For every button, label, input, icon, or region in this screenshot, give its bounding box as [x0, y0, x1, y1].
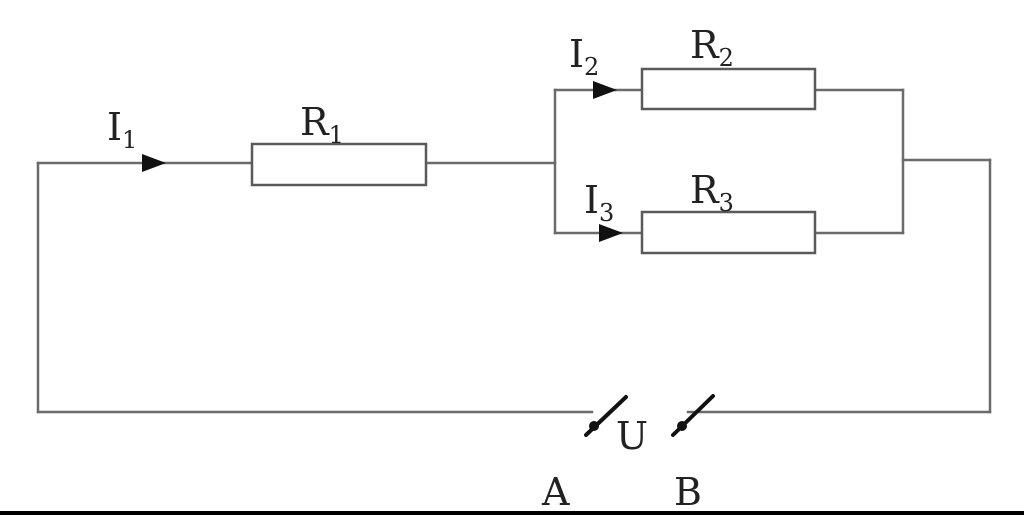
current-arrow-i1: [142, 154, 166, 172]
label-r3-main: R: [690, 168, 720, 212]
label-terminal-a: A: [541, 470, 570, 514]
terminal-b-dot: [677, 421, 687, 431]
terminal-a-dot: [589, 421, 599, 431]
resistor-r2: [640, 67, 817, 111]
label-i3-sub: 3: [599, 199, 614, 227]
label-i3: I3: [584, 178, 614, 227]
label-r3: R3: [690, 168, 734, 217]
label-r2-sub: 2: [719, 44, 734, 72]
current-arrow-i2: [593, 81, 617, 99]
label-r2-main: R: [690, 23, 720, 67]
label-r1-sub: 1: [329, 121, 344, 149]
label-i1-main: I: [107, 105, 122, 149]
label-i2-sub: 2: [584, 53, 599, 81]
label-i2: I2: [569, 32, 599, 81]
label-terminal-b: B: [674, 470, 702, 514]
label-i1: I1: [107, 105, 137, 154]
label-i3-main: I: [584, 178, 599, 222]
label-i2-main: I: [569, 32, 584, 76]
bottom-border: [0, 511, 1024, 515]
label-i1-sub: 1: [122, 126, 137, 154]
label-r2: R2: [690, 23, 734, 72]
current-arrow-i3: [599, 224, 623, 242]
resistor-r3: [640, 210, 817, 255]
resistor-r1: [250, 142, 428, 187]
label-r3-sub: 3: [719, 189, 734, 217]
label-r1: R1: [300, 100, 344, 149]
label-r1-main: R: [300, 100, 330, 144]
label-voltage: U: [616, 414, 648, 458]
